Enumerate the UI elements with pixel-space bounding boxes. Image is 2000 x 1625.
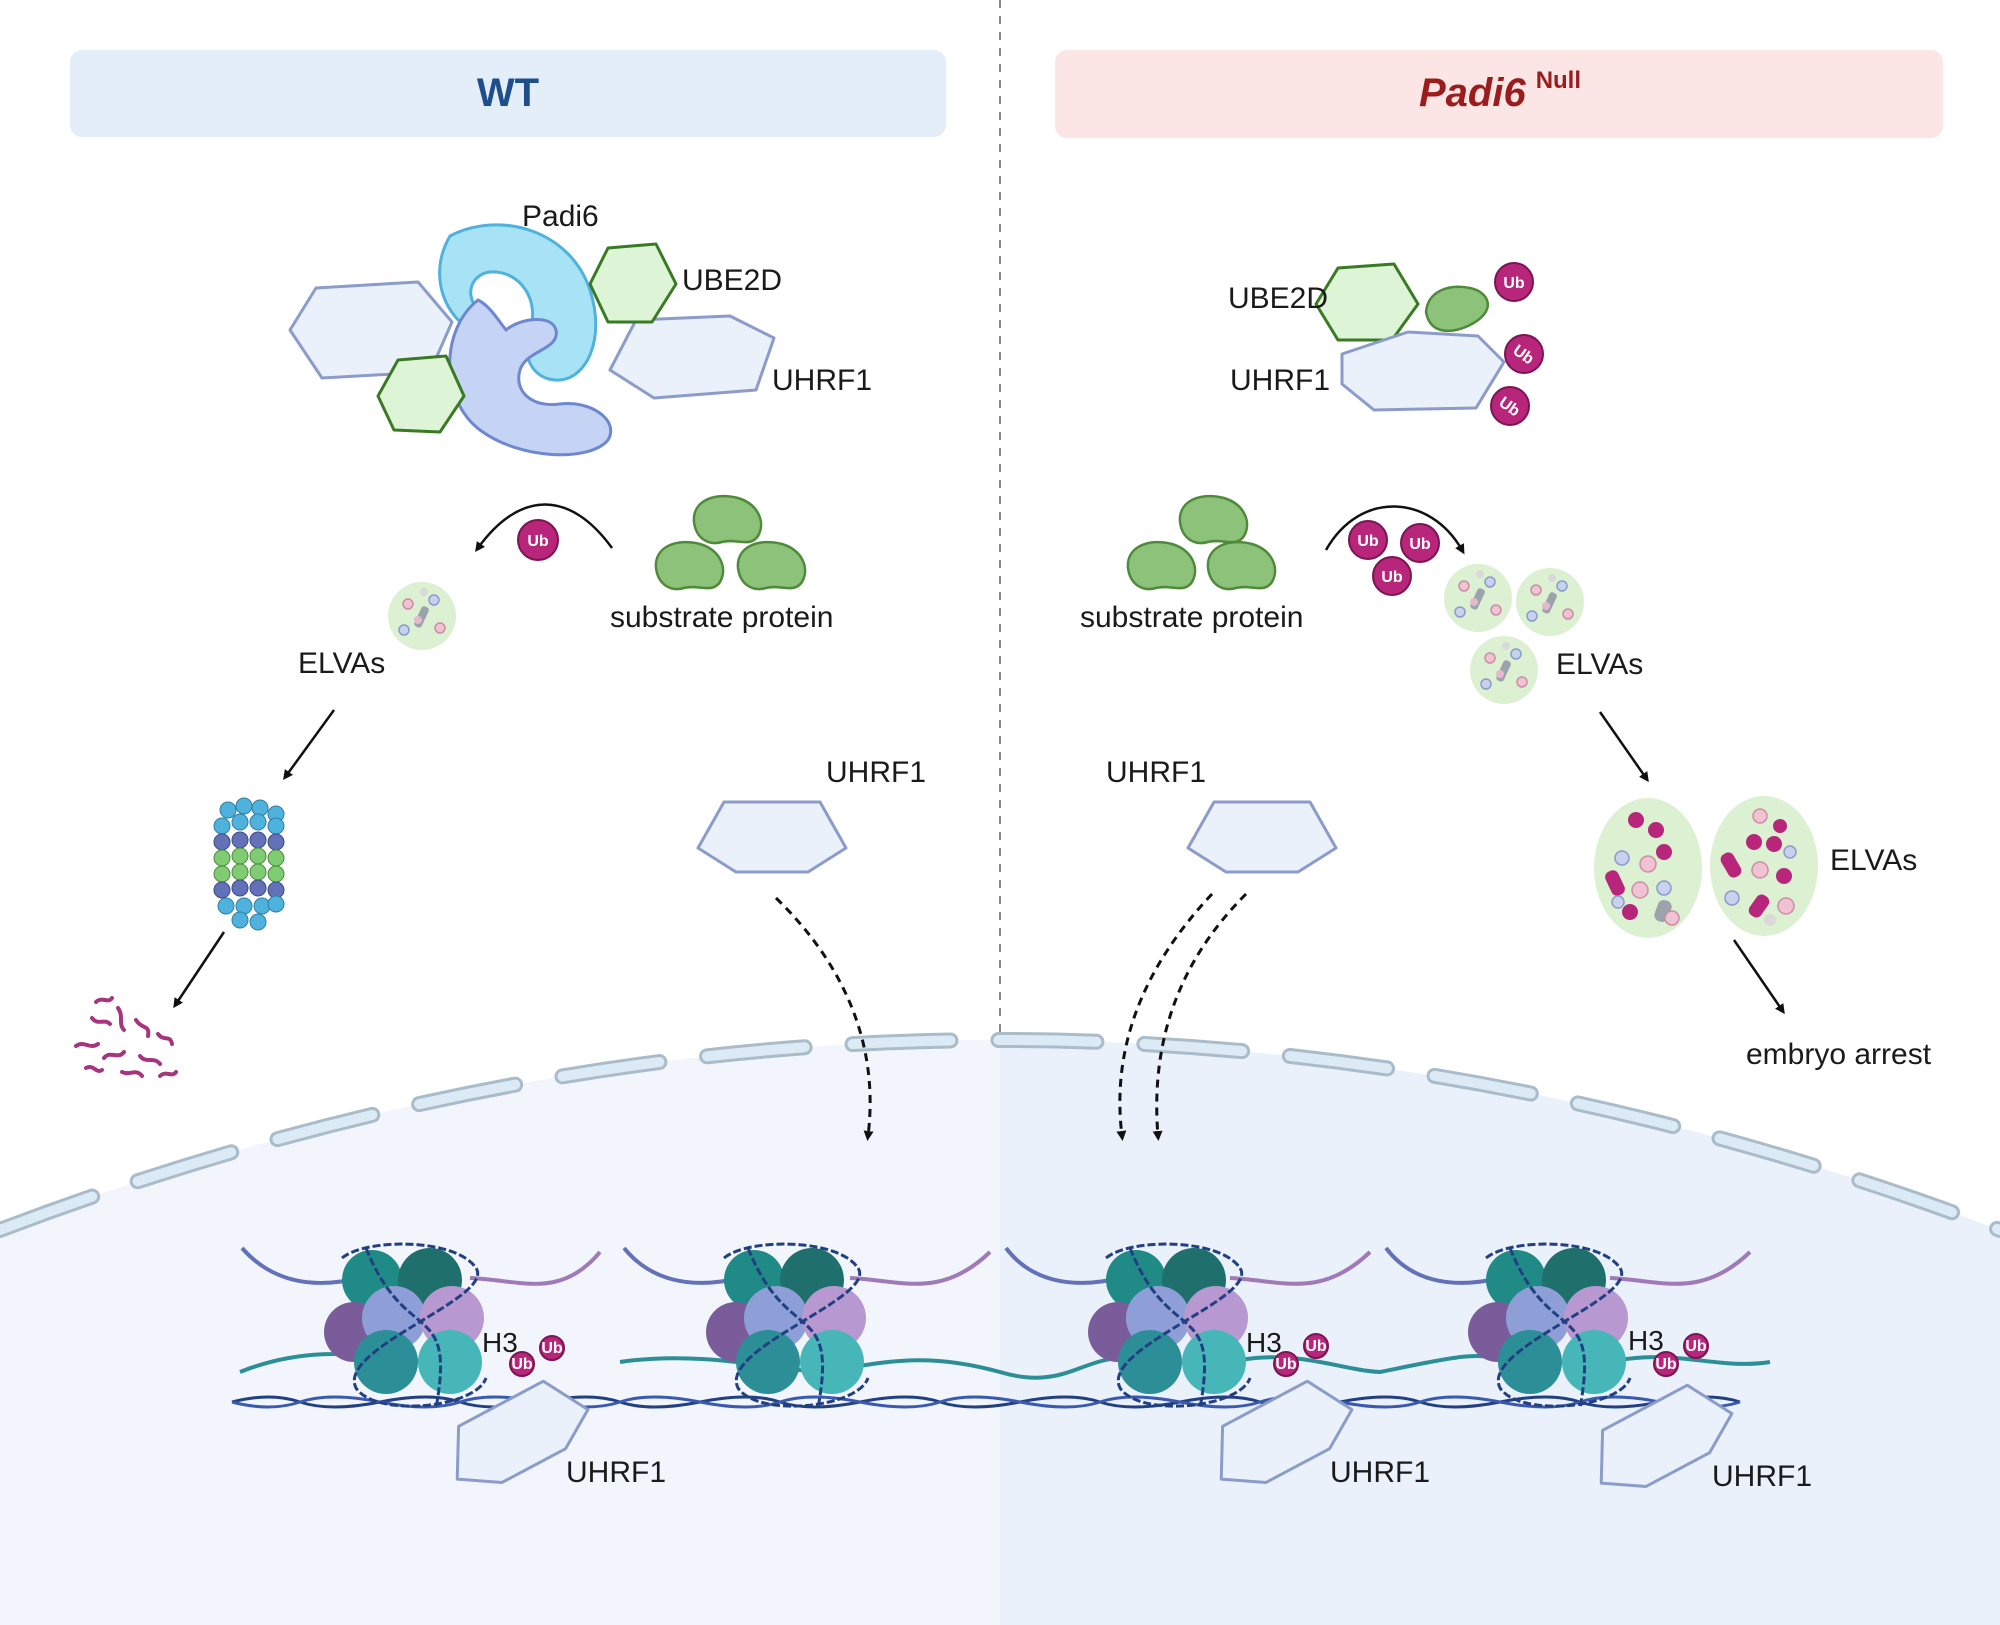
wt-uhrf1-nuclear-label: UHRF1 xyxy=(566,1456,666,1489)
wt-ube2d-hex-right xyxy=(588,242,678,324)
histone-tails-upper xyxy=(240,1246,1752,1286)
wt-uhrf1-import-arrow xyxy=(774,896,874,1141)
wt-h3-ub: Ub Ub xyxy=(509,1335,565,1377)
wt-substrate-bean-2 xyxy=(654,540,725,591)
null-ub-1: Ub xyxy=(1494,262,1534,302)
wt-ube2d-hex-left xyxy=(376,354,466,434)
wt-substrate-bean-1 xyxy=(692,494,763,545)
svg-text:Ub: Ub xyxy=(1381,569,1403,586)
null-uhrf1-shape xyxy=(1340,330,1506,412)
padi6-crescent-bottom xyxy=(448,298,612,457)
nucleus xyxy=(0,1032,2000,1625)
null-ube2d-label: UBE2D xyxy=(1228,282,1328,315)
wt-elva xyxy=(387,581,457,651)
null-ub-4: Ub xyxy=(1348,520,1388,560)
null-elva-small-3 xyxy=(1469,635,1539,705)
null-arrow-to-large-elvas xyxy=(1598,711,1649,783)
svg-text:Ub: Ub xyxy=(541,1340,563,1357)
wt-substrate-label: substrate protein xyxy=(610,601,833,634)
svg-text:Ub: Ub xyxy=(1655,1356,1677,1373)
null-substrate-label: substrate protein xyxy=(1080,601,1303,634)
null-uhrf1-cyto xyxy=(1186,800,1338,874)
null-elva-large-2 xyxy=(1710,796,1818,936)
null-embryo-arrest-label: embryo arrest xyxy=(1746,1038,1932,1071)
dna-strand-2 xyxy=(231,1395,1741,1409)
wt-uhrf1-cyto-label: UHRF1 xyxy=(826,756,926,789)
wt-arrow-to-proteasome xyxy=(283,709,336,781)
null-uhrf1-import-arrow-a xyxy=(1116,892,1214,1141)
wt-uhrf1-nuclear xyxy=(455,1379,590,1484)
proteasome xyxy=(213,797,285,931)
wt-uhrf1-cyto xyxy=(696,800,848,874)
wt-arrow-to-fragments xyxy=(173,931,226,1009)
svg-text:Ub: Ub xyxy=(511,1356,533,1373)
null-elva-small-2 xyxy=(1515,567,1585,637)
null-ub-5: Ub xyxy=(1400,523,1440,563)
null-header-box xyxy=(1055,50,1943,138)
svg-text:Ub: Ub xyxy=(1275,1356,1297,1373)
null-uhrf1-cyto-label: UHRF1 xyxy=(1106,756,1206,789)
null-ub-3: Ub xyxy=(1490,386,1530,426)
null-h3-ub-a: Ub Ub xyxy=(1273,1333,1329,1377)
null-elva-large-1 xyxy=(1594,798,1702,938)
wt-ube2d-label: UBE2D xyxy=(682,264,782,297)
wt-elvas-label: ELVAs xyxy=(298,647,385,680)
null-uhrf1-import-arrow-b xyxy=(1152,892,1248,1141)
wt-header: WT xyxy=(477,71,539,115)
null-ub-2: Ub xyxy=(1504,334,1544,374)
wt-h3-label: H3 xyxy=(482,1327,518,1358)
null-substrate-bean-1 xyxy=(1178,494,1249,545)
wt-ub-transfer-arrow xyxy=(475,503,614,553)
null-uhrf1-nuclear-a xyxy=(1219,1379,1354,1484)
null-header-sup: Null xyxy=(1536,67,1581,94)
wt-uhrf1-right-shape xyxy=(608,314,776,400)
null-h3-ub-b: Ub Ub xyxy=(1653,1333,1709,1377)
null-header-gene: Padi6 xyxy=(1419,71,1526,115)
null-h3-label-b: H3 xyxy=(1628,1325,1664,1356)
wt-complex xyxy=(288,223,776,457)
wt-ub-circle: Ub xyxy=(517,519,559,561)
null-ub-transfer-arrow xyxy=(1324,505,1465,555)
wt-substrate-bean-3 xyxy=(736,540,807,591)
svg-text:Ub: Ub xyxy=(1685,1338,1707,1355)
null-header: Padi6 Null xyxy=(1419,67,1581,115)
wt-padi6-label: Padi6 xyxy=(522,200,599,233)
null-elvas-large-label: ELVAs xyxy=(1830,844,1917,877)
null-h3-label-a: H3 xyxy=(1246,1327,1282,1358)
null-elvas-small-label: ELVAs xyxy=(1556,648,1643,681)
wt-header-box xyxy=(70,50,946,137)
wt-uhrf1-left-shape xyxy=(288,280,454,380)
null-uhrf1-nuclear-label-b: UHRF1 xyxy=(1712,1460,1812,1493)
svg-text:Ub: Ub xyxy=(1409,536,1431,553)
svg-text:Ub: Ub xyxy=(527,533,549,550)
null-uhrf1-label: UHRF1 xyxy=(1230,364,1330,397)
degraded-peptides xyxy=(74,996,178,1078)
svg-text:Ub: Ub xyxy=(1357,533,1379,550)
null-ube2d-hex xyxy=(1314,262,1420,342)
null-substrate-bean-2 xyxy=(1126,540,1197,591)
null-arrow-to-arrest xyxy=(1732,939,1785,1015)
null-ube2d-bean xyxy=(1424,285,1490,333)
null-substrate-bean-3 xyxy=(1206,540,1277,591)
null-uhrf1-nuclear-b xyxy=(1599,1383,1734,1488)
svg-text:Ub: Ub xyxy=(1305,1338,1327,1355)
svg-text:Ub: Ub xyxy=(1503,275,1525,292)
wt-uhrf1-complex-label: UHRF1 xyxy=(772,364,872,397)
null-elva-small-1 xyxy=(1443,563,1513,633)
null-uhrf1-nuclear-label-a: UHRF1 xyxy=(1330,1456,1430,1489)
null-ub-6: Ub xyxy=(1372,556,1412,596)
dna-strand xyxy=(231,1395,1741,1409)
